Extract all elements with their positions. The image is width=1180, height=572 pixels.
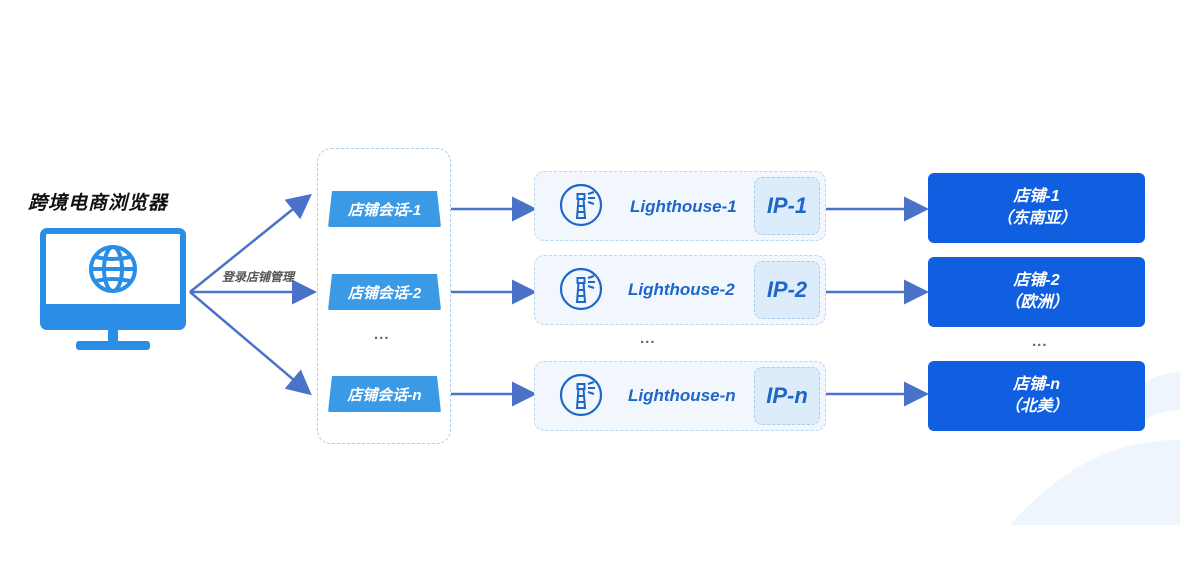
lighthouse-ellipsis: ... [640, 330, 656, 347]
lighthouse-icon [559, 183, 603, 227]
decorative-swirl [1010, 440, 1180, 525]
store-n: 店铺-n （北美） [928, 361, 1145, 431]
session-n: 店铺会话-n [328, 376, 441, 412]
arrow-browser-session-1 [189, 193, 312, 293]
monitor-globe-icon [40, 228, 186, 350]
lighthouse-name-n: Lighthouse-n [628, 386, 736, 405]
browser-title: 跨境电商浏览器 [28, 193, 169, 214]
lighthouse-name-2: Lighthouse-2 [628, 280, 735, 299]
store-name-2: 店铺-2 [1013, 272, 1060, 289]
store-region-n: （北美） [1004, 398, 1069, 415]
store-ellipsis: ... [1032, 333, 1048, 350]
store-name-1: 店铺-1 [1013, 188, 1060, 205]
arrow-browser-session-n [189, 291, 312, 396]
store-region-2: （欧洲） [1004, 294, 1069, 311]
lighthouse-icon [559, 267, 603, 311]
lighthouse-name-1: Lighthouse-1 [630, 197, 737, 216]
store-1: 店铺-1 （东南亚） [928, 173, 1145, 243]
ip-box-n: IP-n [754, 367, 820, 425]
session-group [317, 148, 451, 444]
lighthouse-icon [559, 373, 603, 417]
store-name-n: 店铺-n [1012, 376, 1061, 393]
session-1: 店铺会话-1 [328, 191, 441, 227]
session-2: 店铺会话-2 [328, 274, 441, 310]
session-ellipsis: ... [374, 326, 390, 343]
ip-box-2: IP-2 [754, 261, 820, 319]
ip-box-1: IP-1 [754, 177, 820, 235]
store-2: 店铺-2 （欧洲） [928, 257, 1145, 327]
login-store-label: 登录店铺管理 [222, 270, 295, 284]
store-region-1: （东南亚） [996, 210, 1077, 227]
